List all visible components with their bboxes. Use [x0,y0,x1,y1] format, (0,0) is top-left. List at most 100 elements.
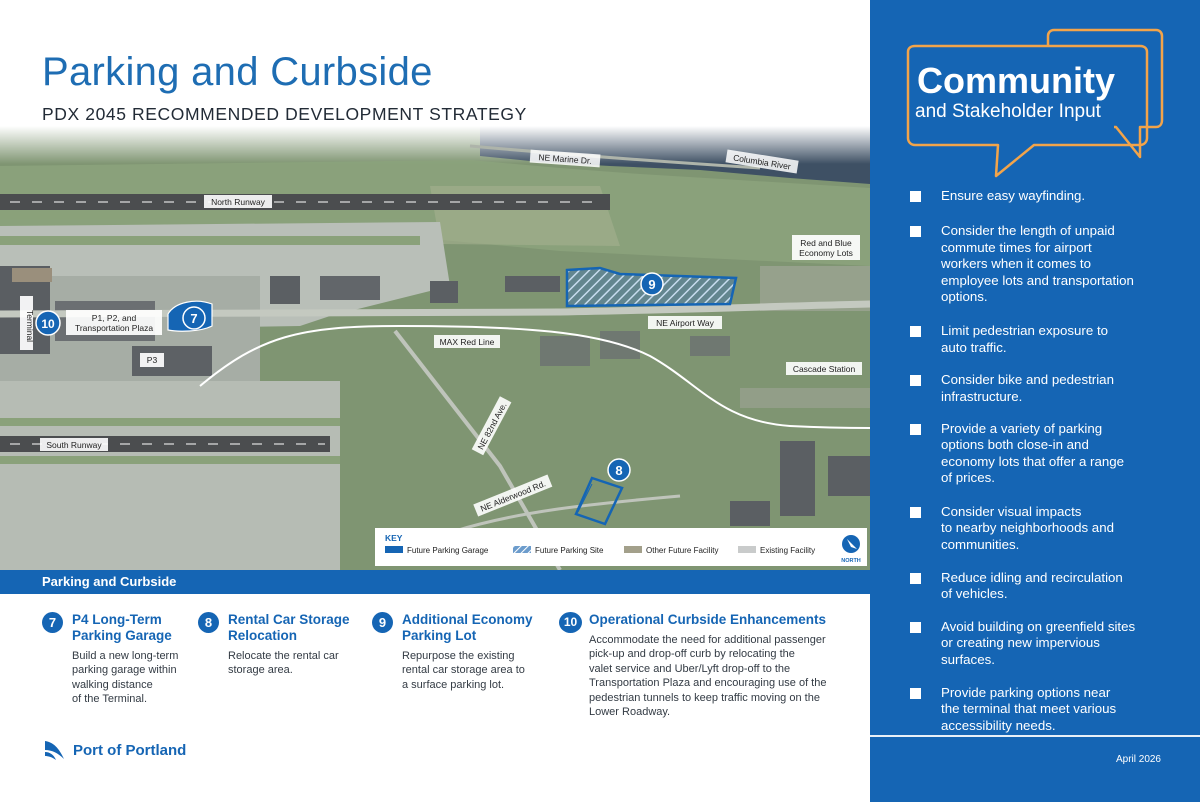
svg-text:Cascade Station: Cascade Station [793,364,856,374]
list-item: Consider bike and pedestrian infrastruct… [910,372,1170,405]
future-parking-site-8[interactable] [574,476,624,526]
key-swatch-other [624,546,642,553]
bullet-square-icon [910,375,921,387]
list-item: Provide a variety of parking options bot… [910,421,1170,487]
airport-map: 7 9 8 10 North Runway South Runway NE Ma… [0,126,870,570]
svg-text:8: 8 [615,463,622,478]
community-input-panel: Community and Stakeholder Input Ensure e… [870,0,1200,802]
label-marine-dr: NE Marine Dr. [529,149,601,168]
svg-text:7: 7 [190,311,197,326]
label-p3: P3 [140,353,164,367]
bldg-c [430,281,458,303]
input-bullet-list: Ensure easy wayfinding. Consider the len… [910,188,1170,734]
bldg-i [828,456,870,496]
cascade-lots [740,388,870,408]
grass-strip-3 [0,418,340,426]
svg-text:Terminal: Terminal [25,310,35,342]
marine-dr-road [469,144,761,170]
grass-strip-1 [0,211,420,219]
page-subtitle: PDX 2045 RECOMMENDED DEVELOPMENT STRATEG… [42,104,527,124]
project-title: Additional Economy Parking Lot [402,612,533,643]
svg-text:10: 10 [41,317,55,331]
south-apron [0,381,340,570]
marker-8[interactable]: 8 [607,458,631,482]
svg-text:Economy Lots: Economy Lots [799,248,853,258]
grass-strip-2 [0,236,420,245]
marker-9[interactable]: 9 [640,272,664,296]
svg-text:North Runway: North Runway [211,197,266,207]
marker-7[interactable]: 7 [182,306,206,330]
port-logo-icon [45,741,64,760]
project-description: Build a new long-term parking garage wit… [72,650,179,706]
terminal-roof [12,268,52,282]
list-item: Avoid building on greenfield sites or cr… [910,619,1170,668]
north-arrow-icon: NORTH [841,535,861,564]
label-p1-p2: P1, P2, and Transportation Plaza [66,310,162,335]
bldg-b [320,276,380,300]
svg-text:MAX Red Line: MAX Red Line [440,337,495,347]
bullet-square-icon [910,506,921,518]
bldg-a [270,276,300,304]
project-title: P4 Long-Term Parking Garage [72,612,172,643]
panel-divider [870,735,1200,737]
community-title: Community [917,60,1115,101]
label-terminal: Terminal [20,296,35,350]
port-of-portland-logo: Port of Portland [43,738,186,764]
section-title: Parking and Curbside [42,574,177,589]
bldg-g [690,336,730,356]
community-subtitle: and Stakeholder Input [915,101,1101,122]
svg-text:NE Marine Dr.: NE Marine Dr. [538,152,592,166]
label-cascade-station: Cascade Station [786,362,862,375]
bldg-h [780,441,815,516]
bullet-square-icon [910,424,921,436]
bullet-square-icon [910,572,921,584]
svg-text:Other Future Facility: Other Future Facility [646,546,718,555]
label-max-red-line: MAX Red Line [434,335,500,348]
label-north-runway: North Runway [204,195,272,208]
speech-bubble-icon [906,28,1164,178]
list-item: Provide parking options near the termina… [910,685,1170,734]
map-key: KEY Future Parking Garage Future Parking… [375,528,867,566]
bullet-square-icon [910,191,921,202]
label-airport-way: NE Airport Way [648,316,722,329]
site-8-stripe [577,483,593,513]
max-red-line [199,324,870,429]
airport-way-road [0,300,870,318]
bullet-square-icon [910,326,921,338]
project-description: Repurpose the existing rental car storag… [402,650,525,691]
bldg-j [730,501,770,526]
key-swatch-site [513,546,531,553]
key-swatch-existing [738,546,756,553]
svg-text:Future Parking Site: Future Parking Site [535,546,604,555]
label-south-runway: South Runway [40,438,108,451]
svg-text:KEY: KEY [385,533,403,543]
publish-date: April 2026 [1115,754,1161,765]
project-number-badge: 7 [42,612,63,633]
grass-strip-4 [0,456,340,464]
project-title: Operational Curbside Enhancements [589,612,827,627]
project-number-badge: 9 [372,612,393,633]
project-description: Relocate the rental car storage area. [228,650,339,677]
svg-text:P1, P2, and: P1, P2, and [92,313,137,323]
svg-text:NORTH: NORTH [841,558,861,564]
bldg-d [505,276,560,292]
logo-wordmark: Port of Portland [73,742,187,759]
project-number-badge: 10 [559,612,582,633]
list-item: Ensure easy wayfinding. [910,188,1170,204]
svg-text:Future Parking Garage: Future Parking Garage [407,546,489,555]
list-item: Limit pedestrian exposure to auto traffi… [910,323,1170,356]
svg-text:NE Airport Way: NE Airport Way [656,318,715,328]
bullet-square-icon [910,621,921,633]
svg-text:Red and Blue: Red and Blue [800,238,852,248]
bullet-square-icon [910,226,921,238]
marker-10[interactable]: 10 [35,310,61,336]
label-red-blue-lots: Red and Blue Economy Lots [792,235,860,260]
svg-text:Existing Facility: Existing Facility [760,546,815,555]
section-band: Parking and Curbside [0,570,870,594]
page-title: Parking and Curbside [42,50,433,94]
svg-text:9: 9 [648,277,655,292]
list-item: Reduce idling and recirculation of vehic… [910,570,1170,603]
list-item: Consider the length of unpaid commute ti… [910,223,1170,305]
bldg-e [540,336,590,366]
project-description: Accommodate the need for additional pass… [589,634,827,719]
